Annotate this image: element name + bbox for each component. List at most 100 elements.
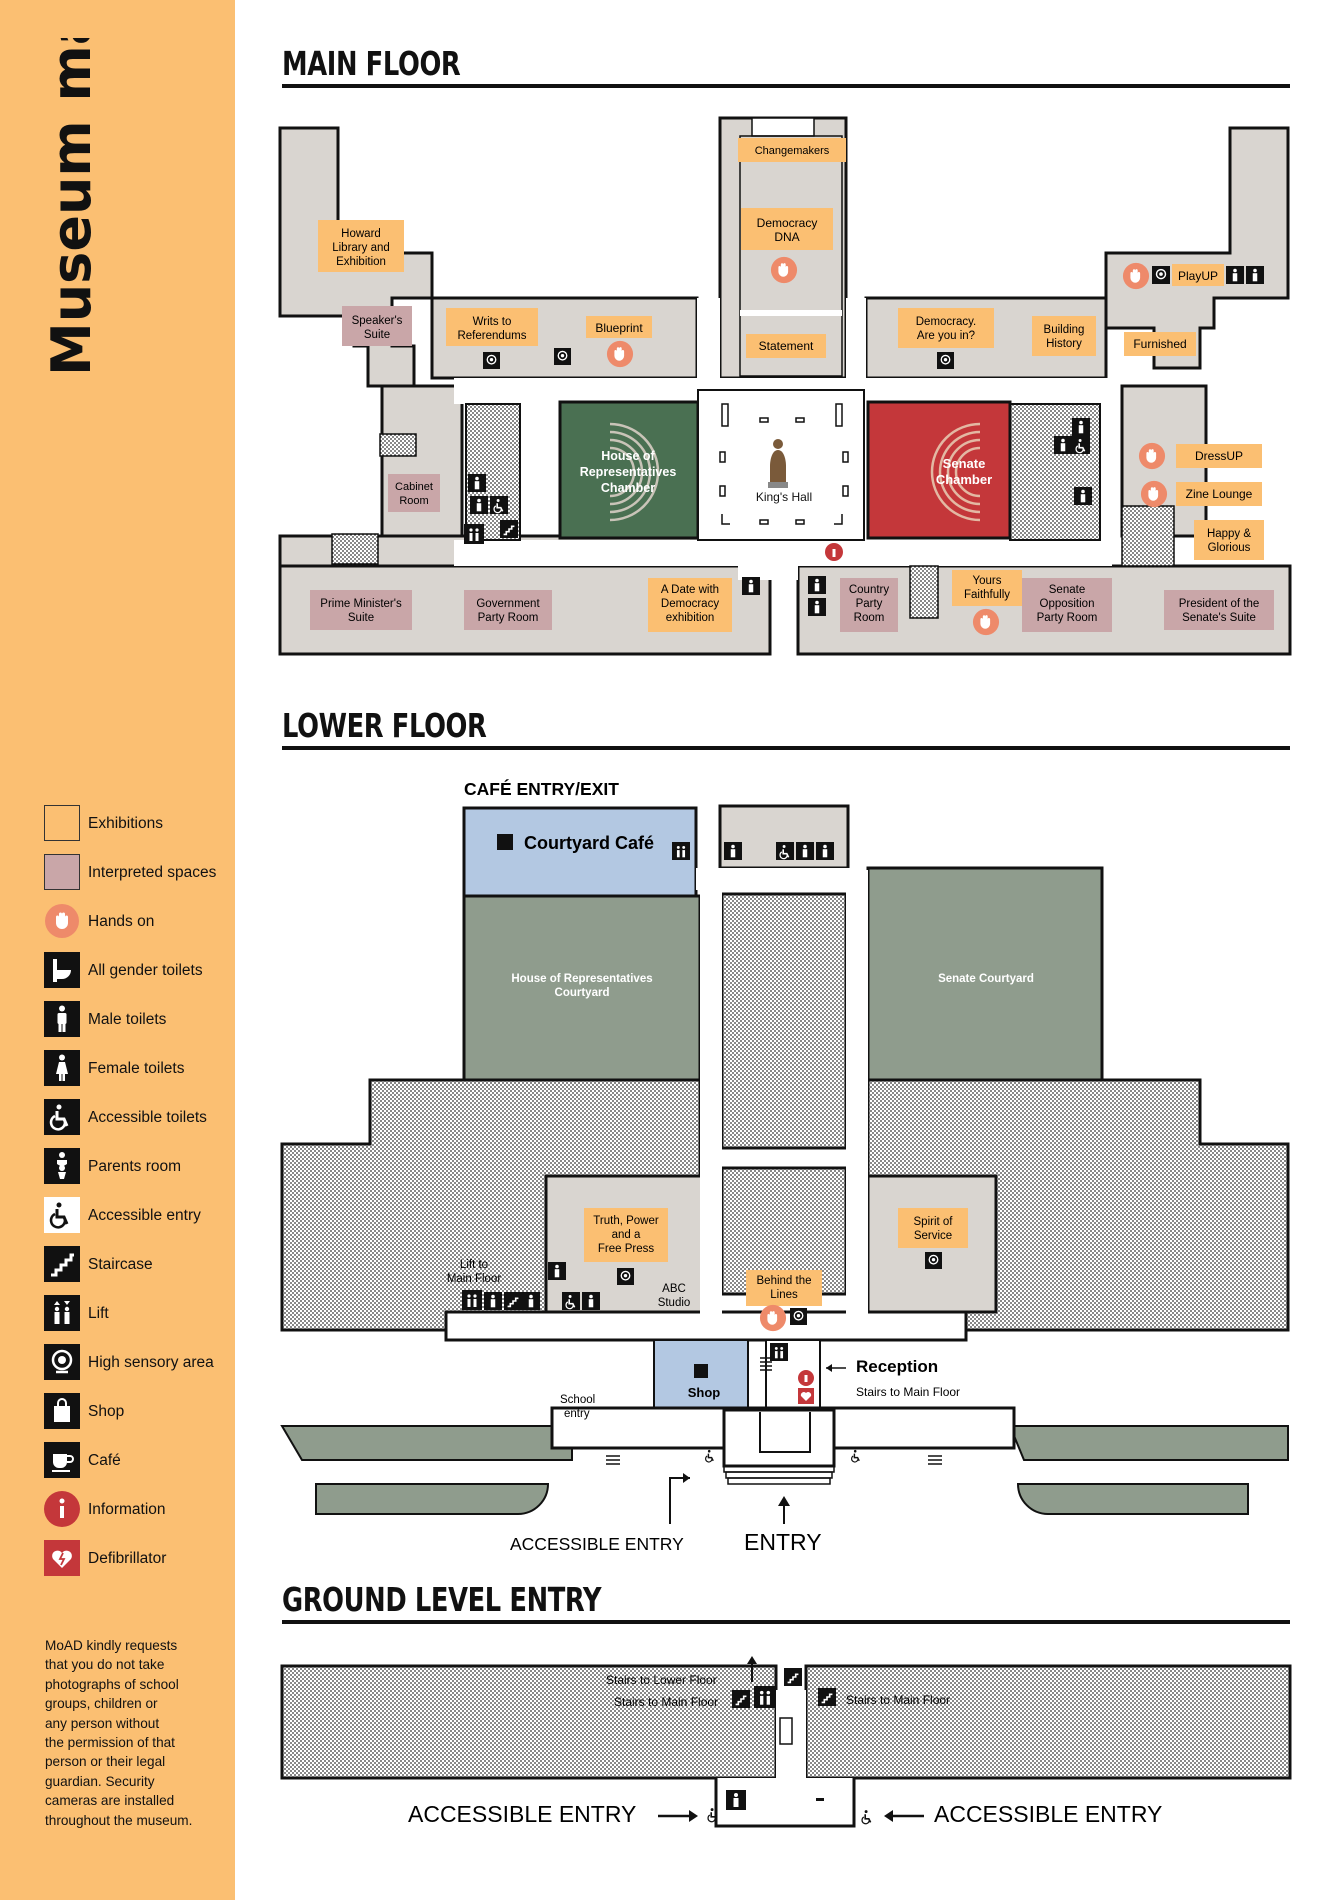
room-spirit-of-service[interactable]: Spirit of Service — [898, 1208, 968, 1248]
male-toilet-icon[interactable] — [724, 842, 742, 860]
room-democracy-are-you-in[interactable]: Democracy. Are you in? — [898, 308, 994, 348]
parents-room-icon[interactable] — [1246, 266, 1264, 284]
all-gender-toilet-icon[interactable] — [726, 1790, 746, 1810]
room-label: Glorious — [1208, 542, 1251, 554]
staircase-icon[interactable] — [818, 1688, 836, 1706]
main-floor-title: MAIN FLOOR — [282, 44, 461, 83]
statue-icon — [770, 450, 786, 482]
room-changemakers[interactable]: Changemakers — [738, 138, 846, 162]
female-toilet-icon[interactable] — [470, 496, 488, 514]
ground-stairs-main-right-label: Stairs to Main Floor — [846, 1693, 950, 1707]
legend-label: Staircase — [88, 1256, 153, 1273]
room-president-suite[interactable]: President of the Senate's Suite — [1164, 590, 1274, 630]
room-blueprint[interactable]: Blueprint — [586, 316, 652, 338]
room-country-party-room[interactable]: Country Party Room — [840, 578, 898, 632]
room-zine-lounge[interactable]: Zine Lounge — [1176, 482, 1262, 506]
room-label: DNA — [774, 230, 799, 244]
accessible-toilet-icon[interactable] — [490, 496, 508, 514]
male-toilet-icon[interactable] — [742, 577, 760, 595]
female-toilet-icon[interactable] — [548, 1262, 566, 1280]
room-label: Happy & — [1207, 528, 1251, 540]
accessible-toilet-icon[interactable] — [776, 842, 794, 860]
hands-on-icon[interactable] — [1122, 262, 1150, 290]
high-sensory-icon[interactable] — [554, 348, 571, 365]
notice-line: the permission of that — [45, 1735, 175, 1751]
all-gender-toilet-icon[interactable] — [1226, 266, 1244, 284]
accessible-toilet-icon[interactable] — [1072, 436, 1090, 454]
high-sensory-icon[interactable] — [617, 1268, 634, 1285]
staircase-icon[interactable] — [784, 1668, 802, 1686]
staircase-icon[interactable] — [732, 1690, 750, 1708]
female-toilet-icon[interactable] — [522, 1292, 540, 1310]
room-label: Library and — [332, 242, 390, 254]
female-toilet-icon[interactable] — [808, 598, 826, 616]
room-building-history[interactable]: Building History — [1032, 316, 1096, 356]
legend-label: Shop — [88, 1403, 125, 1420]
staircase-icon[interactable] — [500, 520, 518, 538]
room-furnished[interactable]: Furnished — [1124, 332, 1196, 356]
female-toilet-icon[interactable] — [816, 842, 834, 860]
room-speakers-suite[interactable]: Speaker's Suite — [342, 306, 412, 346]
service-block-sw — [909, 565, 939, 619]
room-date-with-democracy[interactable]: A Date with Democracy exhibition — [648, 578, 732, 632]
information-icon-bar — [804, 1375, 808, 1382]
lift-icon[interactable] — [754, 1686, 776, 1708]
accessible-entry-icon[interactable] — [850, 1449, 860, 1463]
staircase-icon[interactable] — [504, 1292, 522, 1310]
room-yours-faithfully[interactable]: Yours Faithfully — [952, 570, 1022, 606]
high-sensory-icon[interactable] — [925, 1252, 942, 1269]
entry-steps — [723, 1465, 835, 1485]
main-floor-plan: House of Representatives Chamber King's … — [278, 116, 1292, 656]
west-garden — [315, 1483, 550, 1515]
lower-floor-title: LOWER FLOOR — [282, 706, 487, 745]
all-gender-toilet-icon[interactable] — [1072, 418, 1090, 436]
high-sensory-icon[interactable] — [1152, 266, 1170, 284]
hands-on-icon[interactable] — [1140, 480, 1168, 508]
room-senate-opposition[interactable]: Senate Opposition Party Room — [1022, 578, 1112, 632]
accessible-toilet-icon[interactable] — [562, 1292, 580, 1310]
high-sensory-icon[interactable] — [483, 352, 500, 369]
high-sensory-icon[interactable] — [937, 352, 954, 369]
room-cabinet-room[interactable]: Cabinet Room — [388, 474, 440, 512]
hands-on-icon[interactable] — [770, 256, 798, 284]
room-happy-glorious[interactable]: Happy & Glorious — [1194, 520, 1264, 560]
hands-on-icon[interactable] — [759, 1304, 787, 1332]
female-toilet-icon[interactable] — [1054, 436, 1072, 454]
hands-on-icon[interactable] — [1138, 442, 1166, 470]
room-gov-party-room[interactable]: Government Party Room — [464, 590, 552, 630]
accessible-entry-icon[interactable] — [861, 1809, 872, 1825]
room-label: Yours — [973, 575, 1002, 587]
accessible-entry-icon[interactable] — [704, 1449, 714, 1463]
courtyard-cafe[interactable] — [462, 806, 698, 900]
room-howard-library[interactable]: Howard Library and Exhibition — [318, 220, 404, 272]
senate-courtyard[interactable] — [866, 866, 1104, 1082]
house-courtyard[interactable] — [462, 894, 702, 1082]
lift-icon[interactable] — [464, 524, 484, 544]
lift-icon[interactable] — [462, 1290, 482, 1310]
hands-on-icon[interactable] — [972, 608, 1000, 636]
room-statement[interactable]: Statement — [746, 334, 826, 358]
male-toilet-icon[interactable] — [484, 1292, 502, 1310]
all-gender-toilet-icon[interactable] — [796, 842, 814, 860]
room-behind-the-lines[interactable]: Behind the Lines — [746, 1270, 822, 1306]
main-floor-rule — [282, 84, 1290, 88]
lift-icon[interactable] — [672, 842, 690, 860]
room-dressup[interactable]: DressUP — [1176, 444, 1262, 468]
male-toilet-icon[interactable] — [1074, 487, 1092, 505]
room-pm-suite[interactable]: Prime Minister's Suite — [310, 590, 412, 630]
male-toilet-icon[interactable] — [468, 474, 486, 492]
room-truth-power[interactable]: Truth, Power and a Free Press — [584, 1208, 668, 1262]
room-writs-to-referendums[interactable]: Writs to Referendums — [446, 308, 538, 346]
room-playup[interactable]: PlayUP — [1172, 264, 1224, 286]
room-label: Statement — [759, 339, 814, 353]
lower-floor-plan: CAFÉ ENTRY/EXIT Courtyard Café House of … — [280, 778, 1290, 1555]
high-sensory-icon[interactable] — [790, 1308, 807, 1325]
all-gender-toilet-icon[interactable] — [582, 1292, 600, 1310]
room-democracy-dna[interactable]: Democracy DNA — [741, 208, 833, 250]
male-toilet-icon[interactable] — [808, 576, 826, 594]
legend-label: Interpreted spaces — [88, 864, 217, 881]
legend-cafe: Café — [44, 1442, 234, 1478]
hands-on-icon[interactable] — [606, 340, 634, 368]
lift-icon[interactable] — [770, 1343, 788, 1361]
lift-icon — [44, 1295, 80, 1331]
